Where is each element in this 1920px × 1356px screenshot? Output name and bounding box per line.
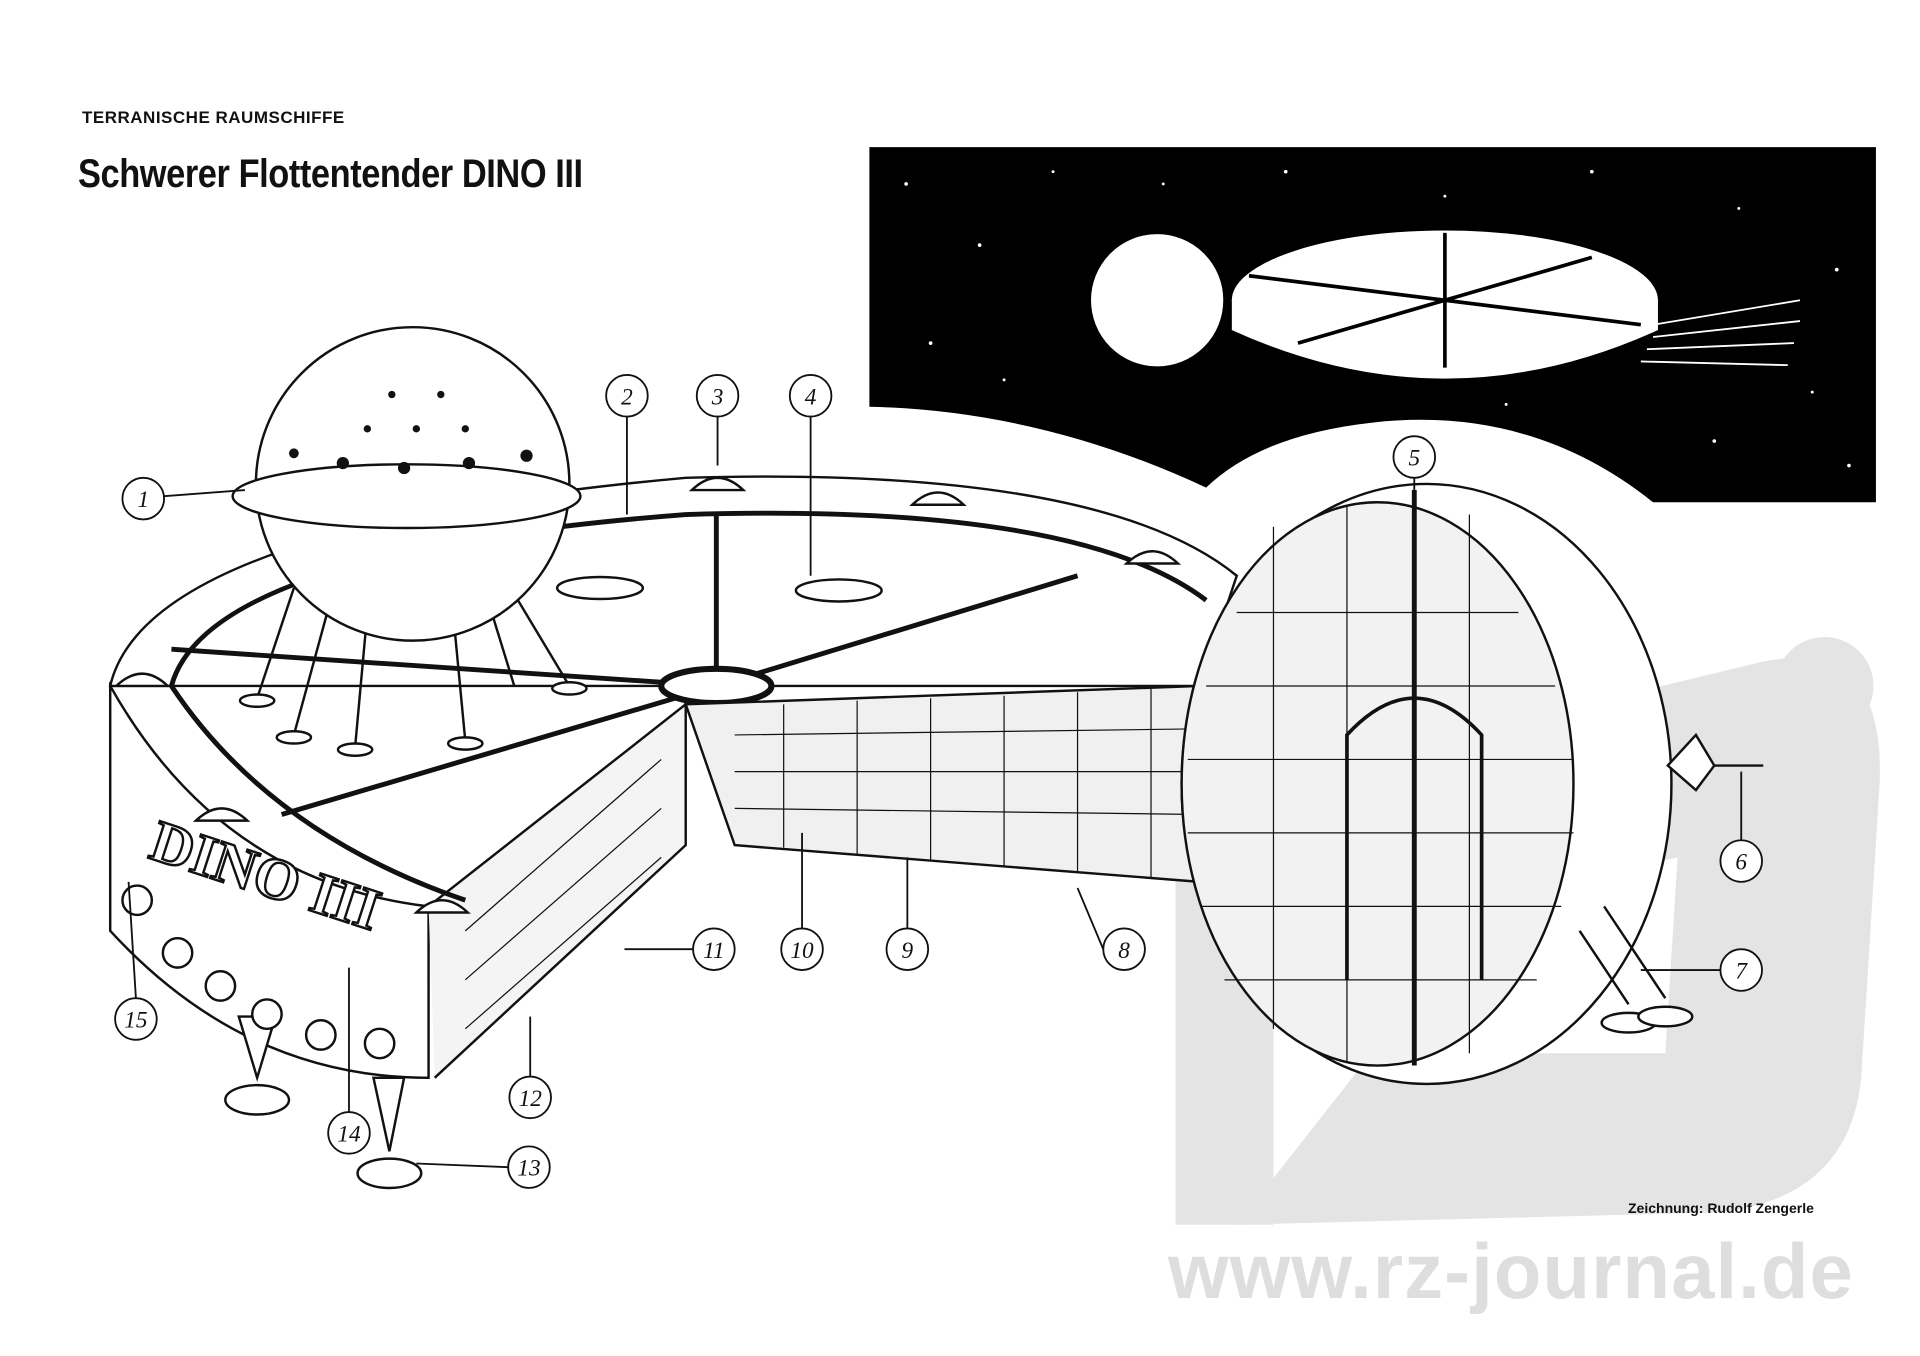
series-kicker: TERRANISCHE RAUMSCHIFFE — [82, 108, 345, 127]
callout-4: 4 — [788, 374, 833, 418]
svg-text:4: 4 — [805, 384, 817, 410]
watermark-url: www.rz-journal.de — [1168, 1227, 1854, 1315]
callout-2: 2 — [605, 374, 649, 418]
svg-text:12: 12 — [519, 1086, 543, 1112]
callouts — [127, 416, 1743, 1169]
svg-text:3: 3 — [711, 384, 724, 410]
callout-15: 15 — [114, 997, 158, 1041]
page-title: Schwerer Flottentender DINO III — [78, 152, 583, 196]
space-panel — [869, 147, 1876, 503]
callout-5: 5 — [1392, 435, 1437, 479]
callout-3: 3 — [695, 374, 740, 418]
svg-text:5: 5 — [1408, 446, 1420, 472]
callout-8: 8 — [1102, 927, 1146, 971]
leader-lines — [127, 416, 1743, 1169]
callout-12: 12 — [508, 1075, 552, 1120]
callout-6: 6 — [1719, 839, 1763, 883]
svg-text:13: 13 — [517, 1156, 540, 1182]
callout-11: 11 — [692, 927, 736, 971]
svg-text:15: 15 — [124, 1008, 147, 1034]
svg-text:14: 14 — [337, 1121, 361, 1147]
svg-text:7: 7 — [1735, 959, 1748, 985]
callout-10: 10 — [780, 927, 824, 971]
ship-main-drawing: DINO III — [108, 325, 1764, 1190]
svg-text:2: 2 — [621, 384, 633, 410]
svg-text:1: 1 — [137, 487, 149, 513]
svg-text:9: 9 — [902, 938, 914, 964]
callout-14: 14 — [327, 1111, 371, 1155]
left-sphere — [231, 325, 588, 757]
callout-9: 9 — [885, 927, 930, 971]
svg-text:10: 10 — [790, 938, 814, 964]
right-sphere — [1180, 482, 1764, 1086]
callout-1: 1 — [121, 476, 165, 521]
callout-7: 7 — [1719, 948, 1763, 992]
svg-text:6: 6 — [1735, 850, 1747, 876]
artist-credit: Zeichnung: Rudolf Zengerle — [1628, 1200, 1814, 1216]
svg-text:11: 11 — [703, 938, 725, 964]
callout-13: 13 — [507, 1145, 551, 1189]
svg-text:8: 8 — [1118, 938, 1130, 964]
callout-markers: 1 2 3 4 5 6 7 8 9 10 11 12 13 14 15 — [114, 374, 1763, 1189]
